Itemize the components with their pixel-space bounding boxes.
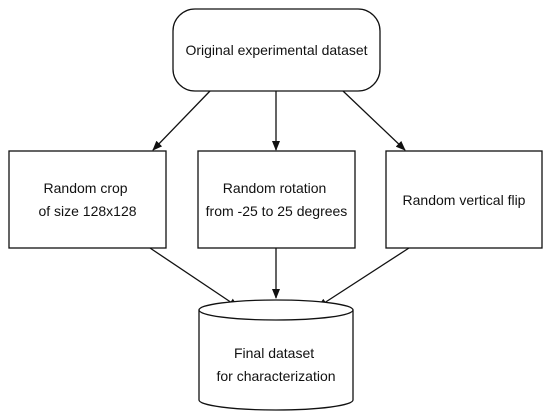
- node-random-rotation-line-1: Random rotation: [223, 180, 327, 196]
- node-random-rotation-line-2: from -25 to 25 degrees: [206, 203, 348, 219]
- edge-crop-to-final: [149, 247, 239, 308]
- node-final-dataset-body: [198, 310, 354, 411]
- edge-source-to-flip: [342, 90, 406, 151]
- node-final-dataset-line-1: Final dataset: [234, 345, 314, 361]
- node-final-dataset: Final dataset for characterization: [198, 299, 354, 411]
- edge-flip-to-final: [317, 247, 410, 308]
- edges-group: [149, 90, 410, 308]
- node-final-dataset-top: [198, 299, 354, 321]
- node-random-flip-line-1: Random vertical flip: [403, 192, 526, 208]
- node-final-dataset-line-2: for characterization: [216, 368, 335, 384]
- node-original-dataset-text: Original experimental dataset: [185, 42, 367, 58]
- node-random-crop-line-1: Random crop: [44, 180, 128, 196]
- node-random-flip-shape: [385, 150, 543, 249]
- node-random-crop-shape: [8, 150, 167, 249]
- node-original-dataset: Original experimental dataset: [172, 8, 381, 92]
- node-random-crop: Random crop of size 128x128: [8, 150, 167, 249]
- node-random-rotation-text: Random rotation from -25 to 25 degrees: [206, 180, 348, 219]
- node-random-crop-text: Random crop of size 128x128: [38, 180, 136, 219]
- node-random-rotation: Random rotation from -25 to 25 degrees: [197, 150, 356, 249]
- node-original-dataset-line-1: Original experimental dataset: [185, 42, 367, 58]
- node-random-rotation-shape: [197, 150, 356, 249]
- node-original-dataset-shape: [172, 8, 381, 92]
- node-random-flip: Random vertical flip: [385, 150, 543, 249]
- node-random-crop-line-2: of size 128x128: [38, 203, 136, 219]
- node-random-flip-text: Random vertical flip: [403, 192, 526, 208]
- node-final-dataset-text: Final dataset for characterization: [216, 345, 335, 384]
- edge-source-to-crop: [152, 90, 211, 151]
